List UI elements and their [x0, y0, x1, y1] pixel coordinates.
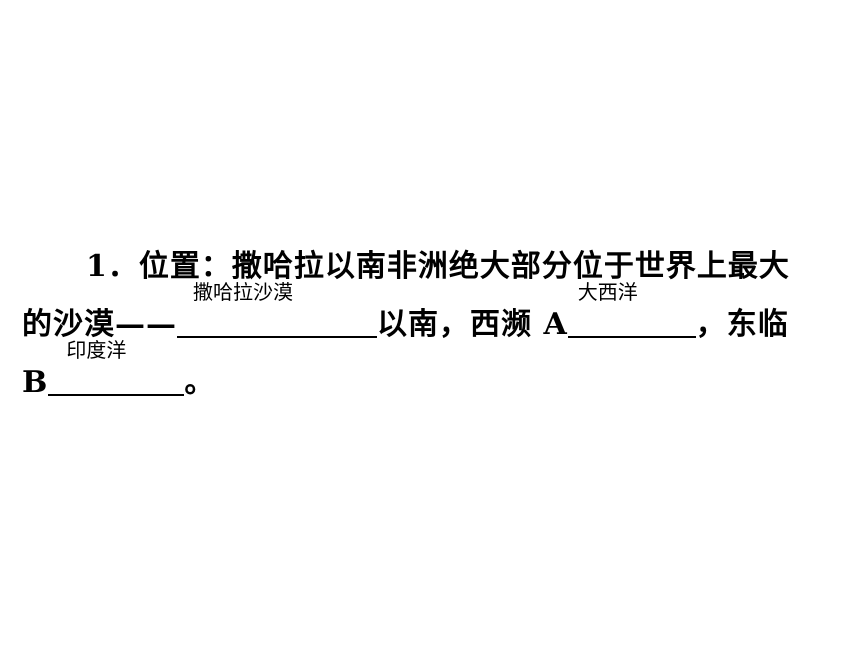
- answer-1: 撒哈拉沙漠: [193, 280, 293, 304]
- question-line-3: B 印度洋。: [22, 338, 842, 412]
- question-text-line-2-prefix: 的沙漠——: [22, 307, 177, 342]
- question-number: 1．: [86, 249, 139, 284]
- question-text-line-3-prefix: B: [22, 365, 49, 400]
- answer-3: 印度洋: [66, 338, 127, 362]
- question-line-2: 的沙漠—— 撒哈拉沙漠以南，西濒 A 大西洋 ，东临: [22, 280, 842, 354]
- answer-blank-2: 大西洋: [567, 280, 696, 338]
- question-text-line-1: 位置：撒哈拉以南非洲绝大部分位于世界上最大: [138, 249, 790, 284]
- answer-2: 大西洋: [577, 280, 638, 304]
- answer-blank-3: 印度洋: [48, 338, 185, 396]
- question-line-1: 1．位置：撒哈拉以南非洲绝大部分位于世界上最大: [22, 238, 842, 296]
- question-text-line-2-suffix: ，东临: [695, 307, 789, 342]
- question-text-line-3-suffix: 。: [184, 365, 216, 400]
- answer-blank-1: 撒哈拉沙漠: [177, 280, 377, 338]
- question-text-line-2-middle: 以南，西濒 A: [377, 307, 568, 342]
- question-block: 1．位置：撒哈拉以南非洲绝大部分位于世界上最大 的沙漠—— 撒哈拉沙漠以南，西濒 …: [22, 238, 842, 412]
